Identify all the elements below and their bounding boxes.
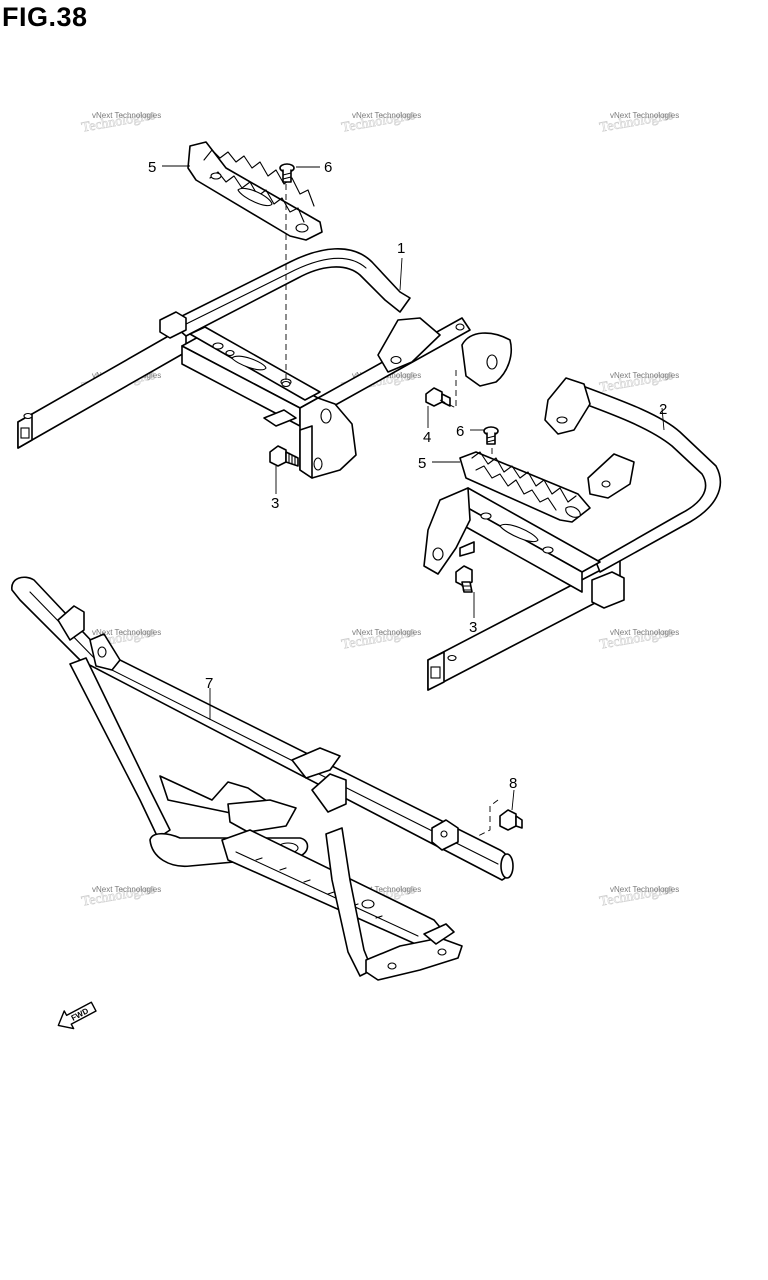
svg-text:vNext Technologies: vNext Technologies xyxy=(610,371,679,380)
fwd-arrow-icon: FWD xyxy=(57,1001,97,1030)
watermark: Technologies vNext Technologies xyxy=(80,108,161,136)
svg-text:vNext Technologies: vNext Technologies xyxy=(610,628,679,637)
part-7-front-guard xyxy=(11,576,514,981)
figure-title: FIG.38 xyxy=(2,2,88,32)
callout-6-lower: 6 xyxy=(456,423,464,440)
part-3-bolt-right xyxy=(455,565,473,593)
part-6-screw-upper xyxy=(279,163,295,183)
callout-labels: 1 2 3 3 4 5 5 6 6 7 8 xyxy=(148,159,667,792)
part-4-bolt xyxy=(425,387,451,407)
watermark: Technologies vNext Technologies xyxy=(340,108,421,136)
part-5-lower-footpeg xyxy=(459,451,591,523)
watermark: Technologies vNext Technologies xyxy=(80,882,161,910)
callout-2: 2 xyxy=(659,401,667,418)
svg-text:vNext Technologies: vNext Technologies xyxy=(92,628,161,637)
callout-5-upper: 5 xyxy=(148,159,156,176)
svg-text:vNext Technologies: vNext Technologies xyxy=(610,111,679,120)
callout-3-left: 3 xyxy=(271,495,279,512)
svg-text:vNext Technologies: vNext Technologies xyxy=(352,111,421,120)
assembly-lines xyxy=(285,184,499,837)
part-3-bolt-left xyxy=(269,445,299,467)
callout-3-right: 3 xyxy=(469,619,477,636)
svg-text:vNext Technologies: vNext Technologies xyxy=(92,111,161,120)
callout-5-lower: 5 xyxy=(418,455,426,472)
watermark: Technologies vNext Technologies xyxy=(598,368,679,396)
part-6-screw-lower xyxy=(483,426,499,445)
watermark: Technologies vNext Technologies xyxy=(598,882,679,910)
svg-text:vNext Technologies: vNext Technologies xyxy=(352,885,421,894)
part-2-right-footrest-frame xyxy=(423,377,722,691)
svg-text:vNext Technologies: vNext Technologies xyxy=(610,885,679,894)
part-1-left-footrest-frame xyxy=(17,248,512,479)
watermark: Technologies vNext Technologies xyxy=(598,625,679,653)
part-5-upper-footpeg xyxy=(187,141,323,241)
callout-1: 1 xyxy=(397,240,405,257)
callout-leaders xyxy=(162,165,665,811)
watermark: Technologies vNext Technologies xyxy=(340,625,421,653)
svg-text:vNext Technologies: vNext Technologies xyxy=(352,628,421,637)
callout-8: 8 xyxy=(509,775,517,792)
watermark: Technologies vNext Technologies xyxy=(598,108,679,136)
callout-4: 4 xyxy=(423,429,431,446)
callout-6-upper: 6 xyxy=(324,159,332,176)
part-8-bolt xyxy=(499,809,523,831)
svg-text:vNext Technologies: vNext Technologies xyxy=(92,885,161,894)
callout-7: 7 xyxy=(205,675,213,692)
